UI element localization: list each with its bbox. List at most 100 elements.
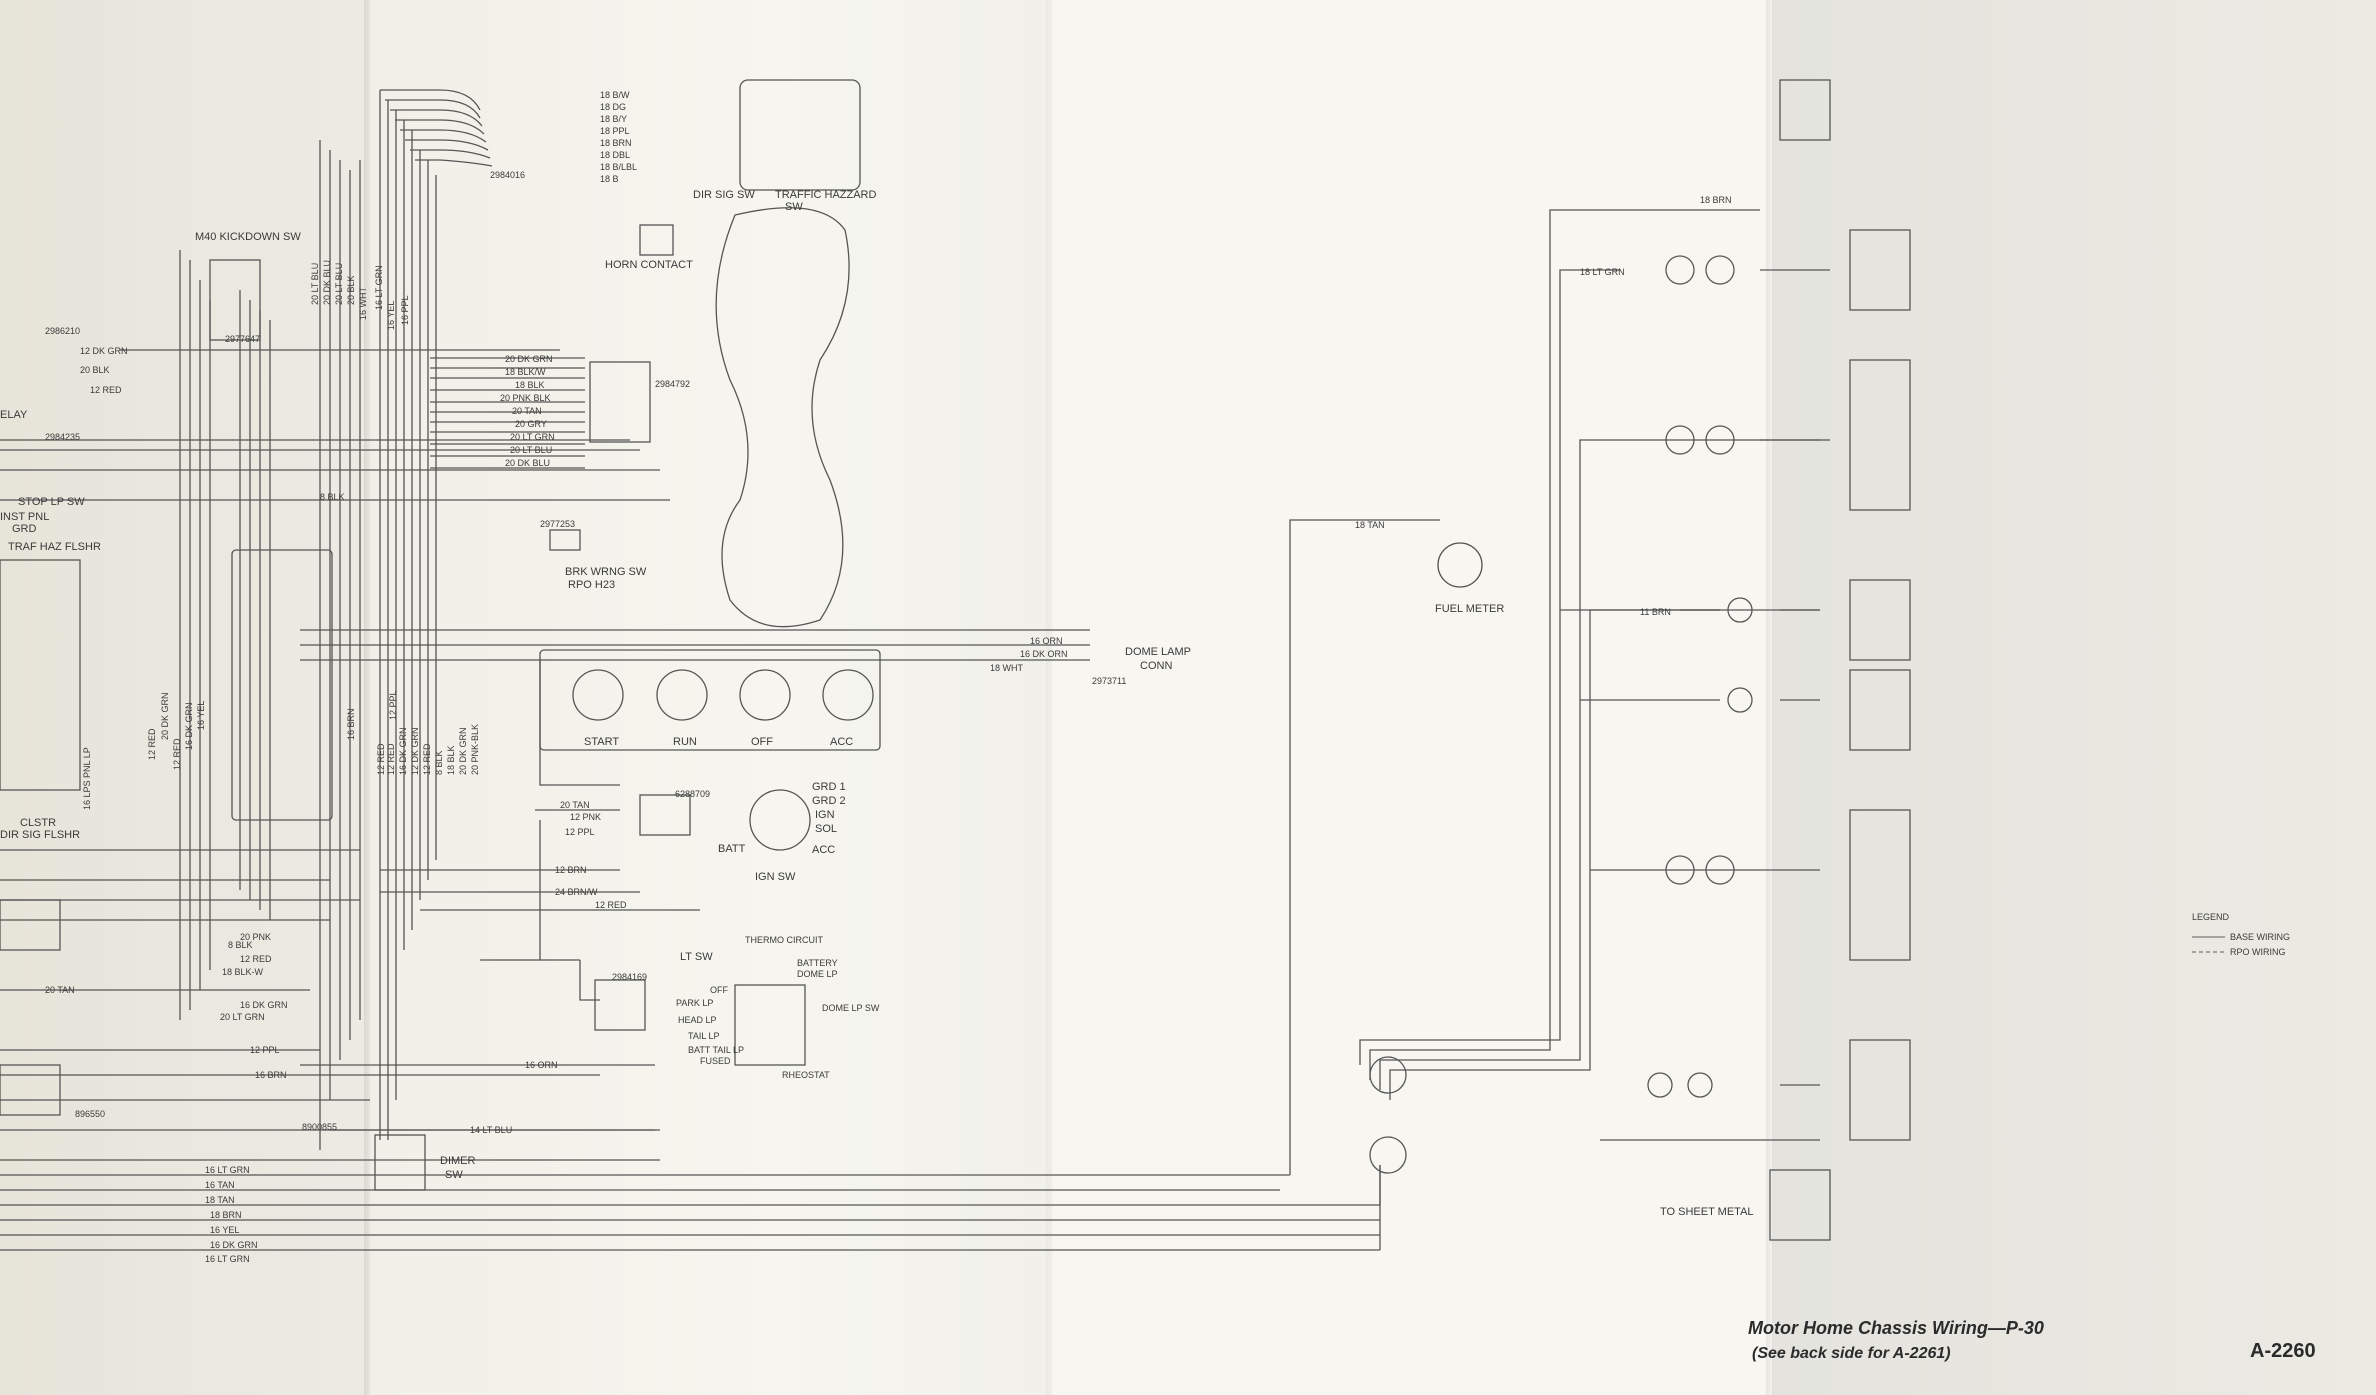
- wire-label: 20 LT BLU: [510, 445, 552, 455]
- brk-wrng-switch: [549, 529, 581, 551]
- wire-label: 16 LPS PNL LP: [82, 747, 92, 810]
- domesw-label: DOME LP SW: [822, 1003, 880, 1013]
- ignition-positions-box: [539, 649, 881, 751]
- wire-label: 12 RED: [147, 728, 157, 760]
- wire-label: 16 DK GRN: [210, 1240, 258, 1250]
- part-number: 2984235: [45, 432, 80, 442]
- wire-label: 16 TAN: [205, 1180, 235, 1190]
- license-lamp-2: [1849, 669, 1911, 751]
- wire-label: 12 PPL: [250, 1045, 280, 1055]
- wire-label: 16 LT GRN: [374, 265, 384, 310]
- part-number: 8900855: [302, 1122, 337, 1132]
- dome-lamp-label: DOME LAMP: [1125, 646, 1191, 658]
- dome-conn-label: CONN: [1140, 660, 1172, 672]
- wire-label: 16 ORN: [1030, 636, 1063, 646]
- wire-label: 20 DK GRN: [458, 727, 468, 775]
- wire-label: 8 BLK: [434, 750, 444, 775]
- sol-label: SOL: [815, 823, 837, 835]
- horn-contact: [639, 224, 674, 256]
- wire-label: 20 PNK-BLK: [470, 724, 480, 775]
- tail-stop-lamp-top: [1849, 359, 1911, 511]
- lt-sw-label: LT SW: [680, 951, 713, 963]
- fuse-block: [231, 549, 333, 821]
- off-label: OFF: [751, 736, 773, 748]
- part-number: 2973711: [1092, 676, 1126, 686]
- cluster-printed-circuit: [715, 207, 850, 628]
- wire-label: 20 PNK BLK: [500, 393, 551, 403]
- grd1-label: GRD 1: [812, 781, 846, 793]
- wire-label: 20 BLK: [80, 365, 110, 375]
- diagram-title: Motor Home Chassis Wiring—P-30: [1748, 1318, 2044, 1338]
- diagram-subtitle: (See back side for A-2261): [1752, 1345, 1951, 1362]
- wire-label: 20 LT BLU: [310, 263, 320, 305]
- dimer-label: DIMER: [440, 1155, 476, 1167]
- fold-shadow: [1766, 0, 1774, 1395]
- batt-label: BATT: [718, 843, 746, 855]
- grd2-label: GRD 2: [812, 795, 846, 807]
- connector-2984169: [594, 979, 646, 1031]
- wire-label: 18 DBL: [600, 150, 630, 160]
- wire-label: 12 RED: [90, 385, 122, 395]
- connector-grommet: [1369, 1056, 1407, 1094]
- wire-label: 12 PPL: [565, 827, 595, 837]
- back-up-lamp-top: [1849, 229, 1911, 311]
- brk-wrng-label: BRK WRNG SW: [565, 566, 647, 578]
- license-lamp-1: [1849, 579, 1911, 661]
- wire-label: 18 BLK/W: [505, 367, 546, 377]
- connector-left: [0, 899, 61, 951]
- wire-label: 16 DK GRN: [184, 702, 194, 750]
- wire-label: 20 TAN: [512, 406, 542, 416]
- wire-label: 12 PNK: [570, 812, 601, 822]
- part-numbers: 2984016 2977647 2984792 2977253 6288709 …: [45, 170, 1126, 1132]
- rpo-h23-label: RPO H23: [568, 579, 615, 591]
- traf-haz-label: TRAF HAZ FLSHR: [8, 541, 101, 553]
- run-label: RUN: [673, 736, 697, 748]
- fused-label: FUSED: [700, 1056, 731, 1066]
- wire-label: 12 RED: [422, 743, 432, 775]
- wire-label: 18 BRN: [210, 1210, 242, 1220]
- stoplp-label: STOP LP SW: [18, 496, 85, 508]
- wire-label: 20 LT GRN: [510, 432, 555, 442]
- rheostat-label: RHEOSTAT: [782, 1070, 830, 1080]
- battery-label: BATTERY: [797, 958, 838, 968]
- wire-label: 12 RED: [376, 743, 386, 775]
- legend-samples: [2192, 936, 2225, 953]
- dimer-switch: [374, 1134, 426, 1191]
- dimer-sw-label: SW: [445, 1169, 463, 1181]
- connector-grommet-2: [1369, 1136, 1407, 1174]
- wire-label: 16 BRN: [255, 1070, 287, 1080]
- wire-label: 18 BLK: [515, 380, 545, 390]
- wire-label: 12 DK GRN: [80, 346, 128, 356]
- instpnl-label: INST PNL: [0, 511, 49, 523]
- fold-shadow: [364, 0, 372, 1395]
- thermo-label: THERMO CIRCUIT: [745, 935, 823, 945]
- labels: M40 KICKDOWN SW HORN CONTACT DIR SIG SW …: [0, 189, 2290, 1218]
- diagram-code: A-2260: [2250, 1340, 2316, 1362]
- wire-label: 20 DK GRN: [160, 692, 170, 740]
- vertical-wire-labels: 20 LT BLU 20 DK BLU 20 LT BLU 20 BLK 16 …: [82, 260, 480, 810]
- wire-label: 18 B/Y: [600, 114, 627, 124]
- wire-label: 18 B: [600, 174, 619, 184]
- wire-label: 18 DG: [600, 102, 626, 112]
- m40-kickdown-switch: [209, 259, 261, 341]
- domelp-label: DOME LP: [797, 969, 838, 979]
- fuel-meter: [1437, 542, 1483, 588]
- wire-label: 16 ORN: [525, 1060, 558, 1070]
- dir-sig-switch: [739, 79, 861, 191]
- wire-label: 18 TAN: [1355, 520, 1385, 530]
- ignition-switch: [749, 789, 811, 851]
- wire-label: 12 RED: [595, 900, 627, 910]
- wire-label: 18 WHT: [990, 663, 1024, 673]
- headlp-label: HEAD LP: [678, 1015, 717, 1025]
- mrk-lamp-top: [1779, 79, 1831, 141]
- part-number: 2984016: [490, 170, 525, 180]
- wire-label: 18 BLK-W: [222, 967, 264, 977]
- wire-label: 20 TAN: [45, 985, 75, 995]
- wire-label: 18 B/W: [600, 90, 630, 100]
- horn-label: HORN CONTACT: [605, 259, 693, 271]
- connector-6288709: [639, 794, 691, 836]
- wire-label: 16 DK GRN: [398, 727, 408, 775]
- parklp-label: PARK LP: [676, 998, 713, 1008]
- wire-label: 16 LT GRN: [205, 1165, 250, 1175]
